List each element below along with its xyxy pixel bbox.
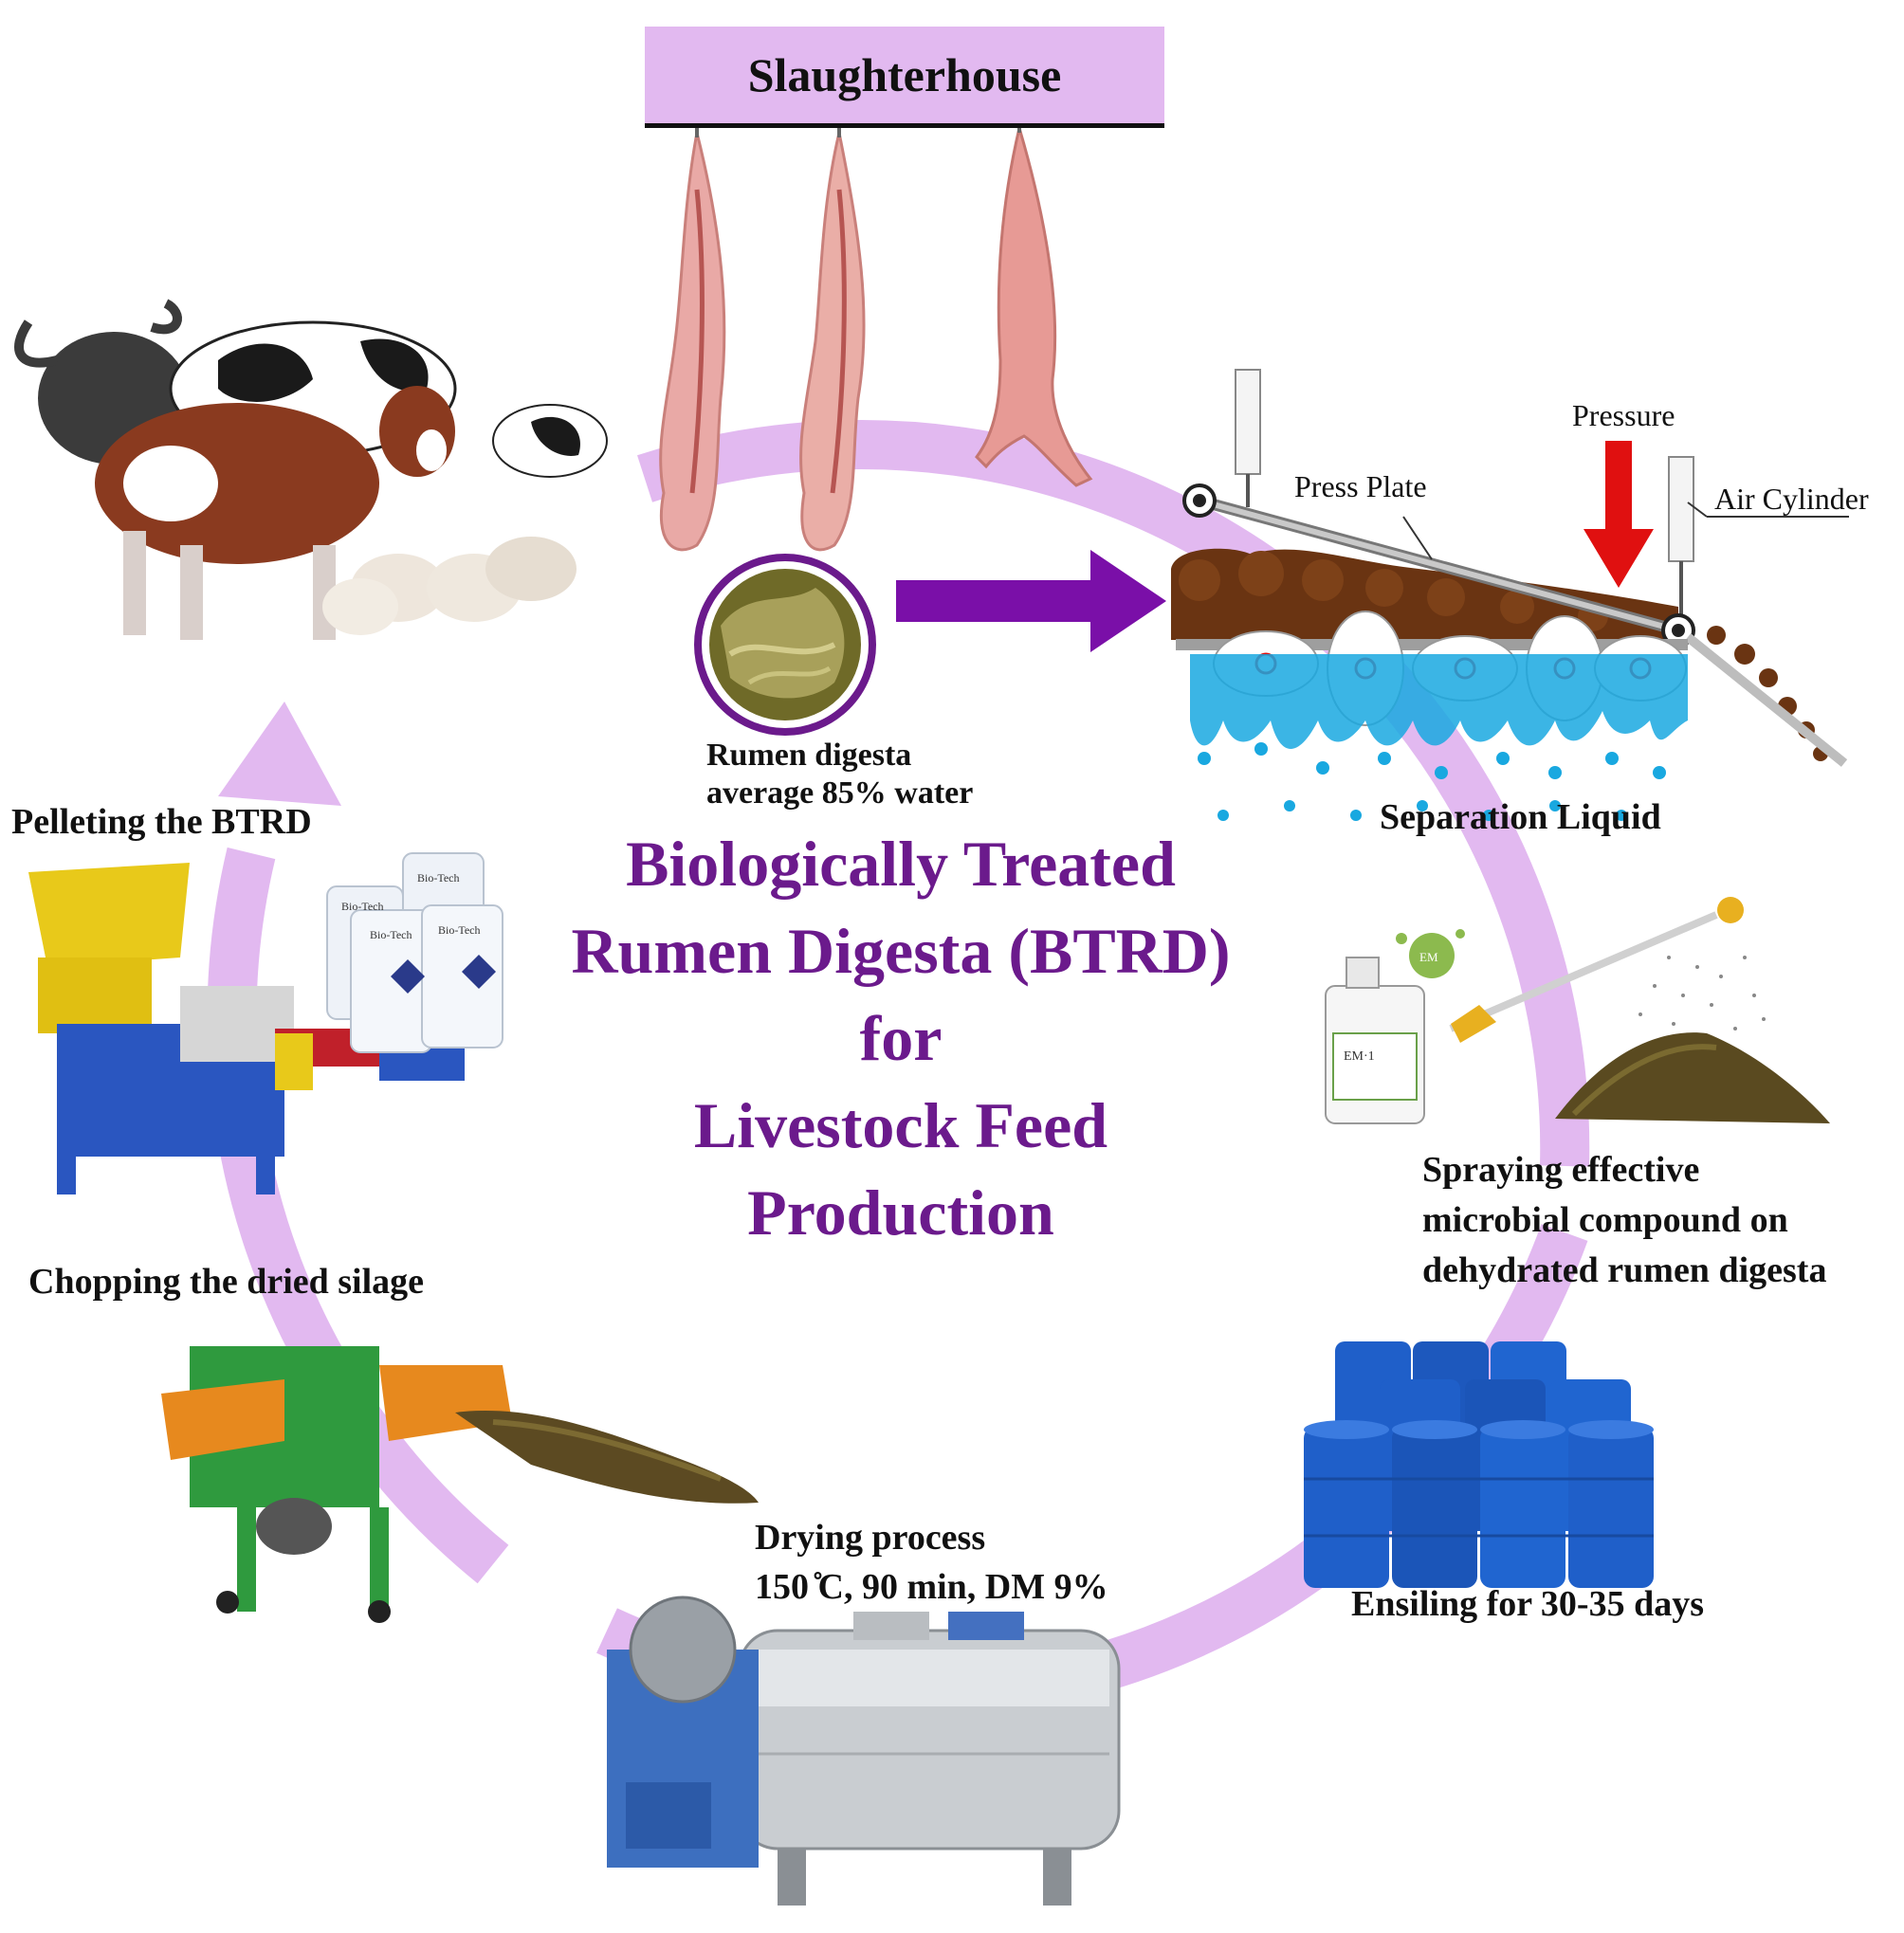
chopper-illustration	[161, 1346, 759, 1623]
title-line: Livestock Feed	[693, 1089, 1108, 1161]
bag-label: Bio-Tech	[341, 900, 383, 913]
carcass-illustration	[659, 121, 1093, 552]
livestock-illustration	[14, 299, 608, 640]
slaughterhouse-header: Slaughterhouse	[645, 27, 1164, 128]
cycle-arrowhead	[218, 702, 341, 806]
em-spraying-illustration	[1325, 897, 1830, 1124]
spraying-label-line: dehydrated rumen digesta	[1422, 1250, 1827, 1290]
spraying-label-line: microbial compound on	[1422, 1200, 1788, 1240]
chopping-label: Chopping the dried silage	[28, 1262, 425, 1302]
em-logo-text: EM	[1419, 950, 1438, 964]
pelleting-illustration: Bio-Tech Bio-Tech Bio-Tech Bio-Tech	[28, 852, 503, 1194]
bag-label: Bio-Tech	[438, 923, 480, 937]
title-line: Rumen Digesta (BTRD)	[571, 915, 1231, 987]
slaughterhouse-title: Slaughterhouse	[747, 48, 1062, 101]
screw-press-illustration	[1171, 369, 1849, 821]
ensiling-barrels-illustration	[1304, 1341, 1654, 1588]
rumen-water-label: average 85% water	[706, 775, 974, 811]
ensiling-label: Ensiling for 30-35 days	[1351, 1584, 1704, 1624]
bag-label: Bio-Tech	[370, 928, 412, 941]
pressure-label: Pressure	[1572, 398, 1675, 432]
title-line: Biologically Treated	[626, 828, 1176, 900]
rumen-digesta-label: Rumen digesta	[706, 738, 912, 773]
rumen-digesta-sample	[694, 554, 876, 736]
spraying-label-line: Spraying effective	[1422, 1150, 1700, 1190]
separation-liquid-label: Separation Liquid	[1380, 797, 1661, 837]
bag-label: Bio-Tech	[417, 871, 459, 884]
air-cylinder-label: Air Cylinder	[1714, 482, 1869, 516]
drying-label: Drying process	[755, 1518, 986, 1558]
pressure-arrow	[1605, 441, 1632, 531]
bottle-label: EM·1	[1344, 1049, 1375, 1064]
drying-conditions-label: 150 ̊C, 90 min, DM 9%	[755, 1567, 1108, 1607]
pelleting-label: Pelleting the BTRD	[11, 802, 312, 842]
press-plate-label: Press Plate	[1294, 469, 1427, 503]
title-line: for	[859, 1002, 943, 1074]
title-line: Production	[747, 1176, 1054, 1249]
dryer-illustration	[607, 1596, 1121, 1906]
diagram-title: Biologically Treated Rumen Digesta (BTRD…	[474, 820, 1327, 1256]
flow-arrow-to-press	[896, 550, 1166, 652]
